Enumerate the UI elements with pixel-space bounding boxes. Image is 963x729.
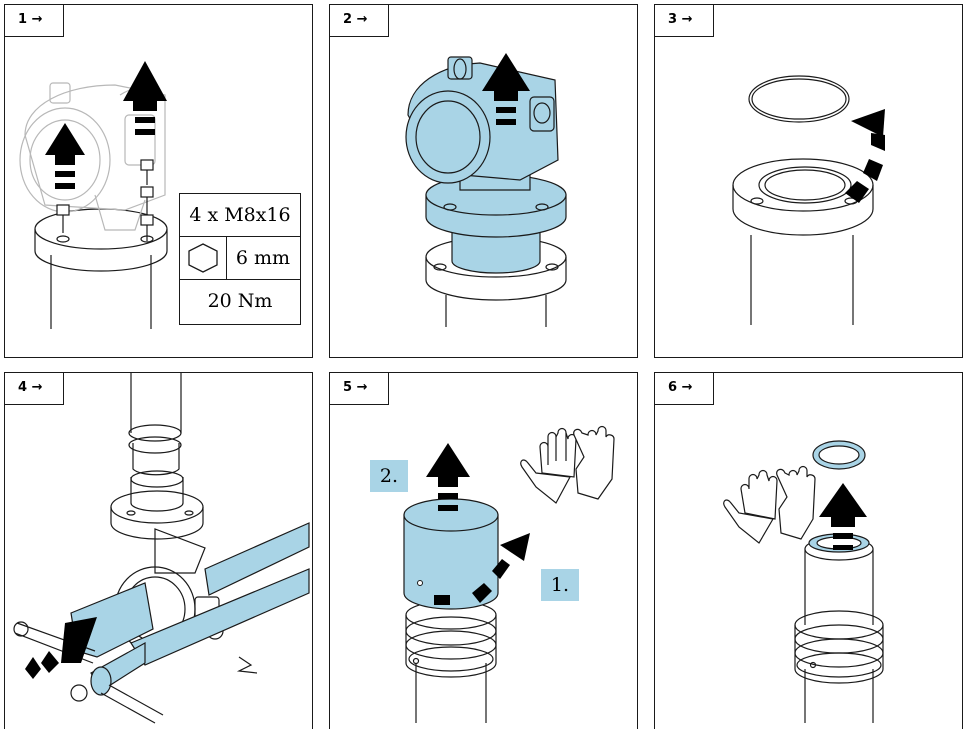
step-1-label: 1 → bbox=[5, 5, 64, 37]
step-4-illustration bbox=[13, 373, 310, 724]
step-1-panel: 1 → bbox=[4, 4, 313, 358]
screw-spec-table: 4 x M8x16 6 mm 20 Nm bbox=[179, 193, 301, 329]
step-6-panel: 6 → bbox=[654, 372, 963, 729]
hex-key-icon bbox=[180, 237, 227, 279]
step-5-illustration bbox=[403, 425, 615, 723]
step-order-2-label: 2. bbox=[370, 460, 408, 492]
torque-spec: 20 Nm bbox=[179, 279, 301, 325]
step-3-panel: 3 → bbox=[654, 4, 963, 358]
step-3-illustration bbox=[732, 75, 885, 325]
step-4-label: 4 → bbox=[5, 373, 64, 405]
step-6-label: 6 → bbox=[655, 373, 714, 405]
step-5-label: 5 → bbox=[330, 373, 389, 405]
step-2-illustration bbox=[405, 53, 567, 327]
step-2-label: 2 → bbox=[330, 5, 389, 37]
wrench-size: 6 mm bbox=[235, 247, 291, 269]
step-6-illustration bbox=[723, 440, 884, 723]
step-1-illustration bbox=[19, 61, 168, 329]
step-5-panel: 5 → bbox=[329, 372, 638, 729]
step-4-panel: 4 → bbox=[4, 372, 313, 729]
step-2-panel: 2 → bbox=[329, 4, 638, 358]
step-order-1-label: 1. bbox=[541, 569, 579, 601]
wrench-spec-row: 6 mm bbox=[179, 236, 301, 280]
step-3-label: 3 → bbox=[655, 5, 714, 37]
screw-spec: 4 x M8x16 bbox=[179, 193, 301, 237]
